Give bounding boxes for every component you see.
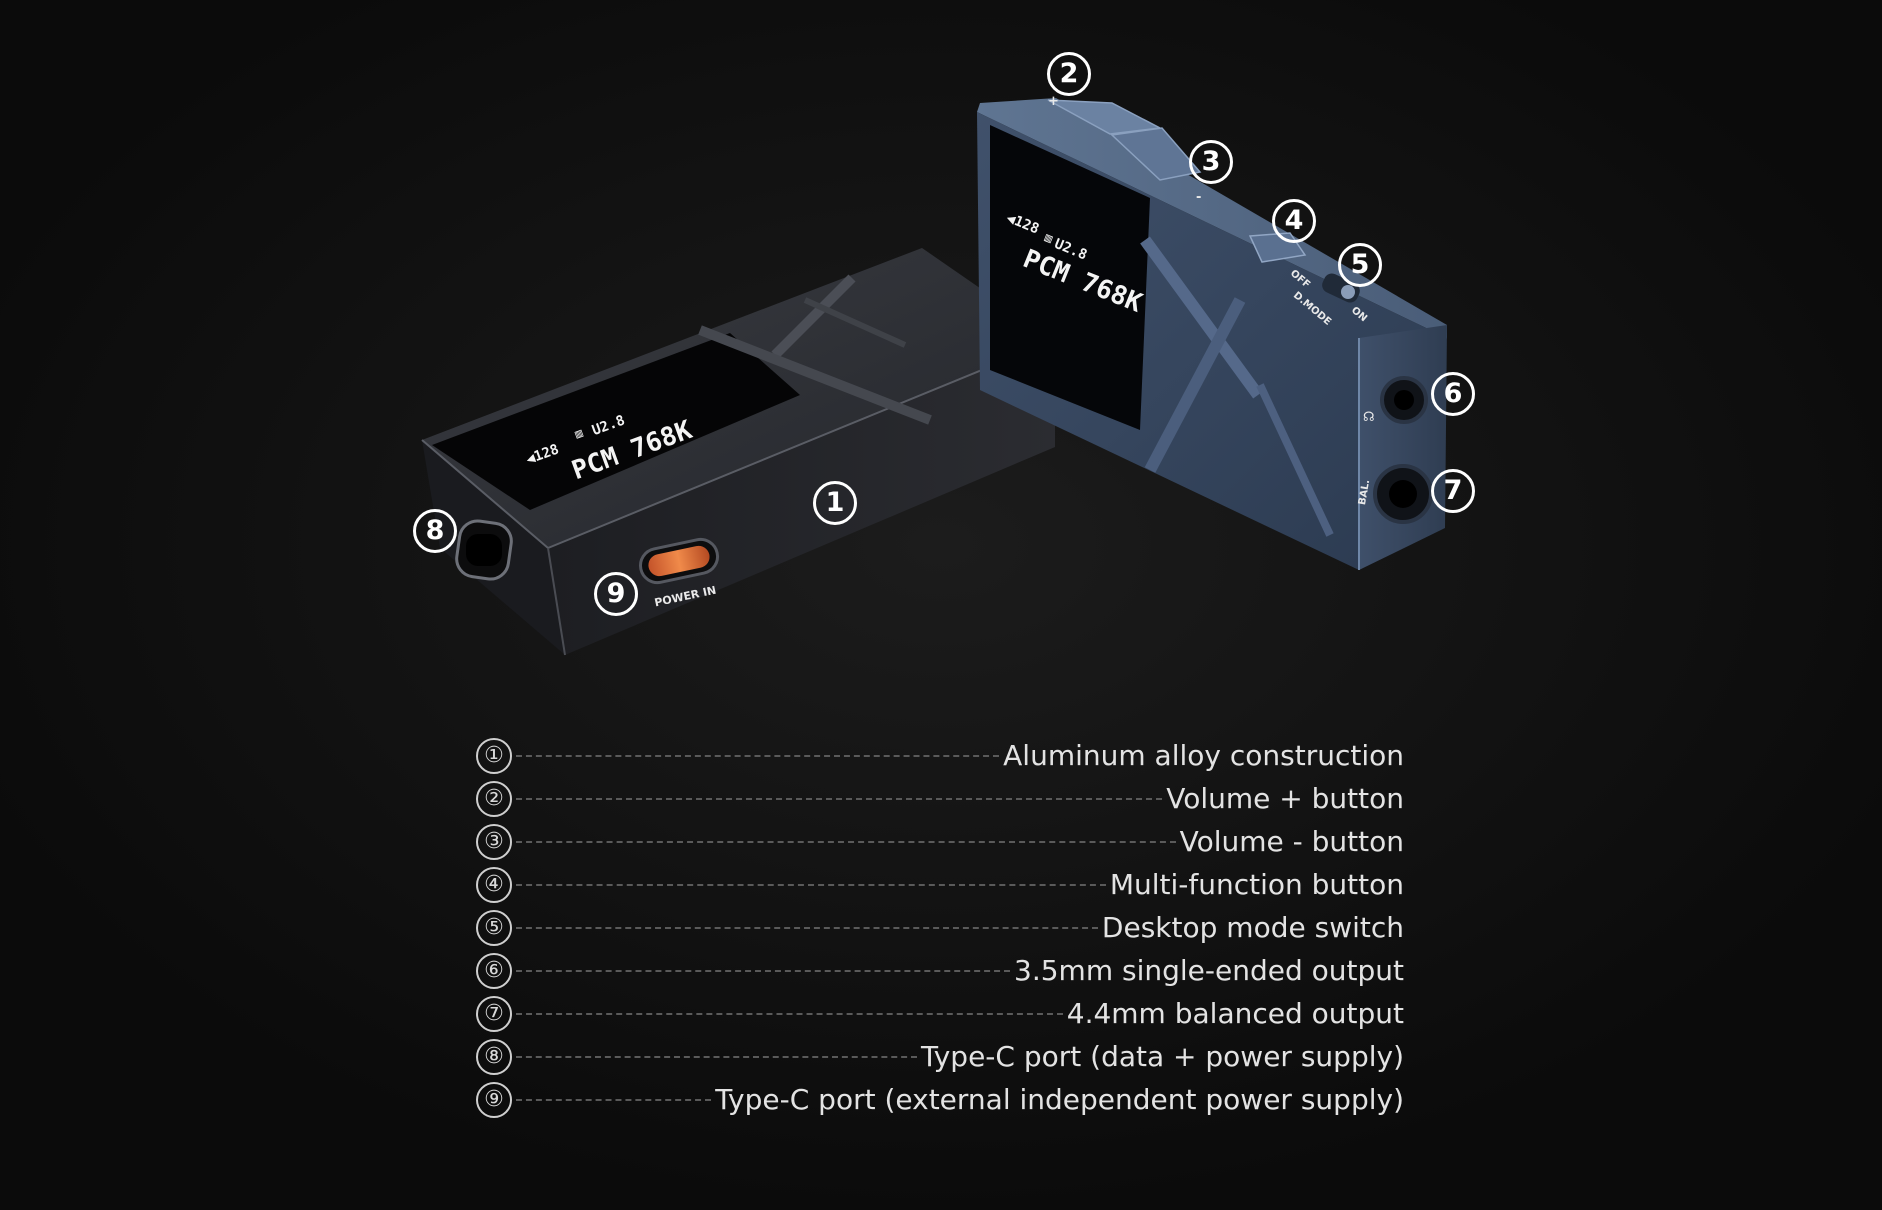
right-device <box>977 98 1447 570</box>
right-screen-glass <box>990 125 1150 430</box>
legend-text: Type-C port (external independent power … <box>715 1083 1404 1116</box>
legend-number: ⑤ <box>476 909 512 946</box>
legend-number: ① <box>476 737 512 774</box>
left-device <box>421 248 1056 656</box>
legend-item: ③ Volume - button <box>476 820 1404 863</box>
legend-leader-line <box>516 969 1011 972</box>
callout-9: 9 <box>594 572 638 616</box>
legend-item: ② Volume + button <box>476 777 1404 820</box>
right-device-end <box>1359 325 1447 570</box>
callout-5: 5 <box>1338 243 1382 287</box>
legend-leader-line <box>516 840 1176 843</box>
legend-number: ⑦ <box>476 995 512 1032</box>
legend-number: ⑧ <box>476 1038 512 1075</box>
legend-text: Desktop mode switch <box>1101 911 1404 944</box>
legend-leader-line <box>516 926 1098 929</box>
minus-label: - <box>1196 190 1202 205</box>
left-screen-glass <box>432 333 800 510</box>
legend-number: ⑨ <box>476 1081 512 1118</box>
legend-number: ③ <box>476 823 512 860</box>
legend-item: ⑧ Type-C port (data + power supply) <box>476 1035 1404 1078</box>
legend-item: ④ Multi-function button <box>476 863 1404 906</box>
legend-text: Type-C port (data + power supply) <box>920 1040 1404 1073</box>
legend-item: ⑦ 4.4mm balanced output <box>476 992 1404 1035</box>
legend-leader-line <box>516 883 1106 886</box>
legend-number: ④ <box>476 866 512 903</box>
legend-item: ⑨ Type-C port (external independent powe… <box>476 1078 1404 1121</box>
legend-text: Volume - button <box>1179 825 1404 858</box>
legend-leader-line <box>516 1098 712 1101</box>
legend-leader-line <box>516 1055 917 1058</box>
callout-8: 8 <box>413 509 457 553</box>
feature-legend: ① Aluminum alloy construction ② Volume +… <box>476 734 1404 1121</box>
legend-text: Multi-function button <box>1109 868 1404 901</box>
legend-item: ⑤ Desktop mode switch <box>476 906 1404 949</box>
callout-2: 2 <box>1047 52 1091 96</box>
callout-6: 6 <box>1431 372 1475 416</box>
callout-1: 1 <box>813 481 857 525</box>
legend-item: ⑥ 3.5mm single-ended output <box>476 949 1404 992</box>
legend-leader-line <box>516 797 1163 800</box>
legend-number: ⑥ <box>476 952 512 989</box>
legend-leader-line <box>516 754 1000 757</box>
plus-label: + <box>1048 94 1059 109</box>
callout-3: 3 <box>1189 140 1233 184</box>
legend-text: 4.4mm balanced output <box>1066 997 1404 1030</box>
legend-text: Volume + button <box>1166 782 1404 815</box>
legend-text: Aluminum alloy construction <box>1003 739 1404 772</box>
callout-4: 4 <box>1272 199 1316 243</box>
legend-leader-line <box>516 1012 1063 1015</box>
headphone-icon: ☊ <box>1363 410 1375 425</box>
legend-text: 3.5mm single-ended output <box>1014 954 1404 987</box>
callout-7: 7 <box>1431 469 1475 513</box>
legend-number: ② <box>476 780 512 817</box>
legend-item: ① Aluminum alloy construction <box>476 734 1404 777</box>
